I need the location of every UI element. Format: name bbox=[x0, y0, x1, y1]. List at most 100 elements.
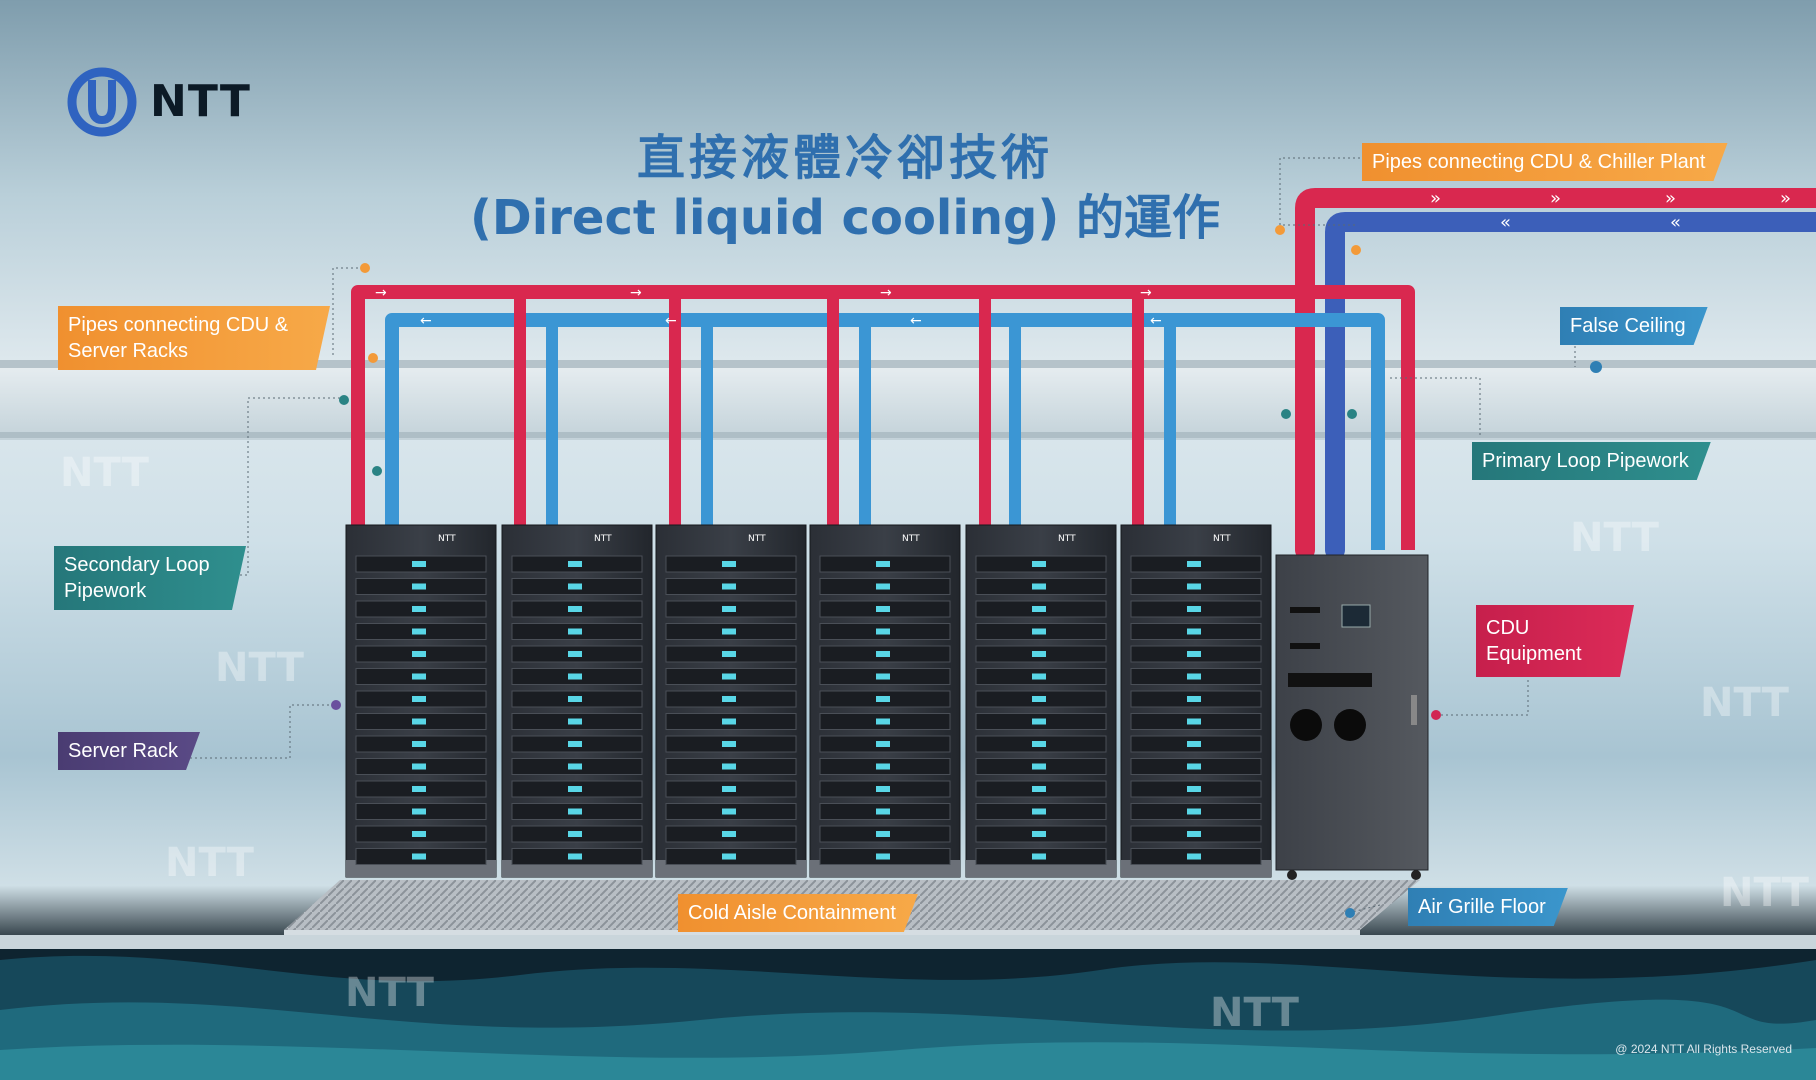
rack-brand-label: NTT bbox=[1058, 534, 1076, 544]
secondary-loop-pipes: →→→→ ←←←← bbox=[351, 285, 1415, 550]
server-led bbox=[722, 853, 736, 860]
rack-brand-label: NTT bbox=[748, 534, 766, 544]
server-led bbox=[1187, 808, 1201, 815]
copyright-notice: @ 2024 NTT All Rights Reserved bbox=[1615, 1042, 1792, 1056]
server-led bbox=[1187, 718, 1201, 725]
server-led bbox=[412, 561, 426, 567]
server-led bbox=[412, 763, 426, 770]
label-false-ceiling: False Ceiling bbox=[1560, 307, 1708, 345]
server-led bbox=[1032, 673, 1046, 680]
server-led bbox=[412, 718, 426, 725]
server-led bbox=[876, 561, 890, 567]
server-led bbox=[876, 651, 890, 657]
server-led bbox=[722, 741, 736, 747]
rack-brand-label: NTT bbox=[1213, 534, 1231, 544]
server-led bbox=[1187, 786, 1201, 792]
rack-brand-label: NTT bbox=[438, 534, 456, 544]
server-led bbox=[1032, 718, 1046, 725]
server-led bbox=[568, 763, 582, 770]
watermark: NTT bbox=[1210, 990, 1299, 1036]
server-led bbox=[1032, 741, 1046, 747]
rack-server-units bbox=[355, 555, 1262, 865]
server-led bbox=[1187, 583, 1201, 590]
rack-brand-label: NTT bbox=[902, 534, 920, 544]
server-led bbox=[722, 786, 736, 792]
server-led bbox=[568, 606, 582, 612]
server-led bbox=[568, 696, 582, 702]
server-led bbox=[1187, 561, 1201, 567]
server-led bbox=[412, 628, 426, 635]
label-server-rack: Server Rack bbox=[58, 732, 200, 770]
server-led bbox=[1032, 786, 1046, 792]
svg-text:»: » bbox=[1430, 188, 1441, 209]
svg-text:←: ← bbox=[665, 313, 677, 329]
svg-text:»: » bbox=[1665, 188, 1676, 209]
svg-text:→: → bbox=[880, 285, 892, 301]
server-led bbox=[1187, 853, 1201, 860]
server-led bbox=[568, 651, 582, 657]
server-led bbox=[568, 831, 582, 837]
server-led bbox=[412, 673, 426, 680]
server-led bbox=[1187, 763, 1201, 770]
rack-brand-label: NTT bbox=[594, 534, 612, 544]
server-led bbox=[722, 583, 736, 590]
server-led bbox=[412, 583, 426, 590]
ntt-ring-logo-icon bbox=[67, 67, 137, 137]
server-led bbox=[568, 853, 582, 860]
svg-text:»: » bbox=[1780, 188, 1791, 209]
watermark: NTT bbox=[1570, 515, 1659, 561]
server-led bbox=[876, 831, 890, 837]
label-pipes-cdu-server: Pipes connecting CDU & Server Racks bbox=[58, 306, 330, 370]
watermark: NTT bbox=[215, 645, 304, 691]
server-led bbox=[876, 786, 890, 792]
server-led bbox=[722, 808, 736, 815]
primary-loop-pipes: »»»» «« bbox=[1295, 188, 1816, 560]
label-secondary-loop: Secondary Loop Pipework bbox=[54, 546, 246, 610]
server-led bbox=[1032, 583, 1046, 590]
server-led bbox=[722, 561, 736, 567]
server-led bbox=[412, 831, 426, 837]
server-led bbox=[412, 651, 426, 657]
server-led bbox=[876, 853, 890, 860]
false-ceiling bbox=[0, 360, 1816, 440]
server-led bbox=[876, 583, 890, 590]
leader-dots bbox=[331, 225, 1602, 918]
server-led bbox=[1187, 651, 1201, 657]
label-cold-aisle: Cold Aisle Containment bbox=[678, 894, 918, 932]
svg-text:←: ← bbox=[910, 313, 922, 329]
server-led bbox=[876, 763, 890, 770]
server-led bbox=[876, 808, 890, 815]
server-led bbox=[722, 606, 736, 612]
server-led bbox=[1032, 763, 1046, 770]
diagram-title-english: (Direct liquid cooling) 的運作 bbox=[469, 190, 1221, 246]
label-primary-loop: Primary Loop Pipework bbox=[1472, 442, 1711, 480]
server-led bbox=[1032, 606, 1046, 612]
server-led bbox=[568, 673, 582, 680]
server-led bbox=[568, 561, 582, 567]
server-led bbox=[1187, 606, 1201, 612]
server-led bbox=[1032, 808, 1046, 815]
server-led bbox=[412, 606, 426, 612]
server-led bbox=[1187, 831, 1201, 837]
server-led bbox=[722, 628, 736, 635]
server-led bbox=[722, 763, 736, 770]
server-led bbox=[722, 831, 736, 837]
server-led bbox=[412, 853, 426, 860]
server-led bbox=[876, 628, 890, 635]
server-led bbox=[876, 741, 890, 747]
server-led bbox=[876, 606, 890, 612]
label-cdu-equipment: CDU Equipment bbox=[1476, 605, 1634, 677]
server-led bbox=[568, 786, 582, 792]
server-led bbox=[412, 808, 426, 815]
diagram-title-chinese: 直接液體冷卻技術 bbox=[636, 130, 1053, 186]
watermark: NTT bbox=[1720, 870, 1809, 916]
svg-text:←: ← bbox=[420, 313, 432, 329]
server-led bbox=[1187, 696, 1201, 702]
server-led bbox=[722, 718, 736, 725]
server-led bbox=[568, 808, 582, 815]
ntt-logo-wordmark: NTT bbox=[150, 76, 251, 127]
server-led bbox=[568, 718, 582, 725]
air-grille-floor bbox=[0, 880, 1816, 949]
watermark: NTT bbox=[165, 840, 254, 886]
server-led bbox=[722, 673, 736, 680]
